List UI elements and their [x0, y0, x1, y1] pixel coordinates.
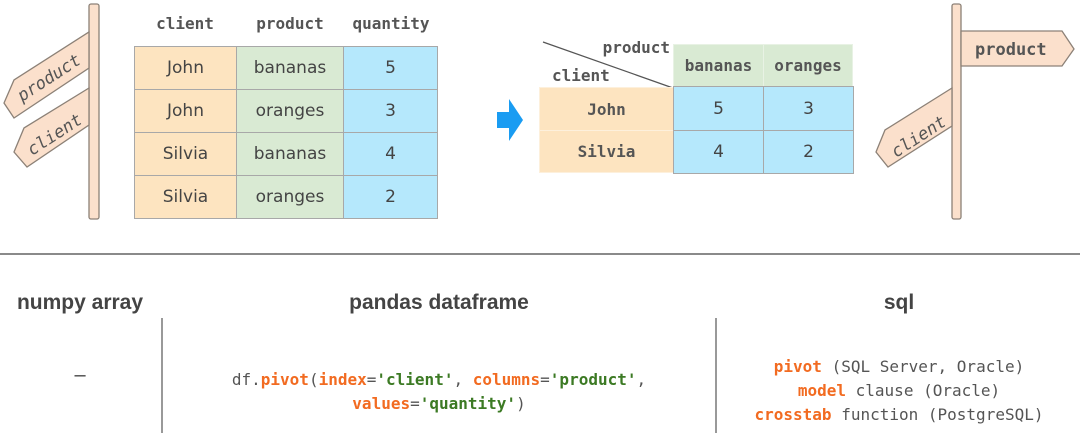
- source-cell-quantity: 4: [343, 132, 438, 176]
- pivot-row-header: Silvia: [539, 130, 674, 173]
- pivot-value-cell: 3: [763, 86, 854, 131]
- pivot-column-header: bananas: [673, 44, 764, 87]
- source-cell-client: Silvia: [134, 175, 237, 219]
- sql-description: function (PostgreSQL): [831, 405, 1044, 424]
- code-kwarg: values: [352, 394, 411, 413]
- code-kwarg: columns: [472, 370, 541, 389]
- code-equals: =: [540, 370, 550, 389]
- code-equals: =: [410, 394, 420, 413]
- sql-options: pivot (SQL Server, Oracle) model clause (…: [718, 355, 1080, 427]
- right-sign-product-label: product: [975, 40, 1047, 60]
- pivot-corner-row-label: client: [552, 66, 610, 85]
- pandas-title: pandas dataframe: [349, 291, 529, 314]
- source-cell-quantity: 3: [343, 89, 438, 133]
- pivot-value-cell: 5: [673, 86, 764, 131]
- source-cell-quantity: 5: [343, 46, 438, 90]
- sql-keyword: model: [797, 381, 847, 400]
- code-paren: ): [516, 394, 526, 413]
- pivot-column-header: oranges: [763, 44, 853, 87]
- code-paren: (: [308, 370, 319, 389]
- code-separator: ,: [453, 370, 473, 389]
- source-cell-client: John: [134, 46, 237, 90]
- source-header-client: client: [156, 14, 214, 33]
- sql-title: sql: [883, 291, 915, 314]
- pivot-value-cell: 2: [763, 130, 854, 174]
- right-sign-client: [875, 86, 953, 168]
- pivot-value-cell: 4: [673, 130, 764, 174]
- right-post: [951, 3, 962, 220]
- section-divider: [0, 253, 1080, 255]
- arrow-right-icon: [497, 99, 523, 141]
- pivot-row-header: John: [539, 87, 674, 131]
- sql-keyword: crosstab: [754, 405, 832, 424]
- source-cell-client: Silvia: [134, 132, 237, 176]
- pivot-corner-diagonal: [542, 41, 674, 89]
- right-signpost: product client: [875, 3, 1075, 220]
- source-cell-product: bananas: [236, 132, 344, 176]
- left-post: [88, 3, 100, 220]
- code-string: 'quantity': [419, 394, 517, 413]
- pandas-code: df.pivot(index='client', columns='produc…: [164, 368, 714, 416]
- numpy-title: numpy array: [16, 291, 144, 314]
- source-header-product: product: [256, 14, 324, 33]
- code-equals: =: [366, 370, 377, 389]
- column-divider: [715, 318, 717, 433]
- code-function: pivot: [260, 370, 309, 389]
- left-signpost: product client: [3, 3, 100, 220]
- source-cell-product: bananas: [236, 46, 344, 90]
- pivot-corner-column-label: product: [602, 38, 670, 57]
- code-separator: ,: [636, 370, 647, 389]
- signposts-graphic: product client product client: [3, 3, 1075, 220]
- source-cell-product: oranges: [236, 89, 344, 133]
- numpy-value: –: [74, 364, 86, 386]
- sql-keyword: pivot: [773, 357, 822, 376]
- left-sign-client: [13, 86, 90, 168]
- sql-description: clause (Oracle): [846, 381, 1001, 400]
- code-string: 'product': [549, 370, 637, 389]
- source-cell-quantity: 2: [343, 175, 438, 219]
- source-cell-product: oranges: [236, 175, 344, 219]
- right-sign-product: [960, 30, 1075, 67]
- code-kwarg: index: [318, 370, 367, 389]
- left-sign-product: [3, 30, 90, 119]
- sql-description: (SQL Server, Oracle): [821, 357, 1025, 376]
- code-string: 'client': [376, 370, 454, 389]
- source-cell-client: John: [134, 89, 237, 133]
- source-header-quantity: quantity: [352, 14, 430, 33]
- column-divider: [161, 318, 163, 433]
- code-object: df.: [231, 370, 261, 389]
